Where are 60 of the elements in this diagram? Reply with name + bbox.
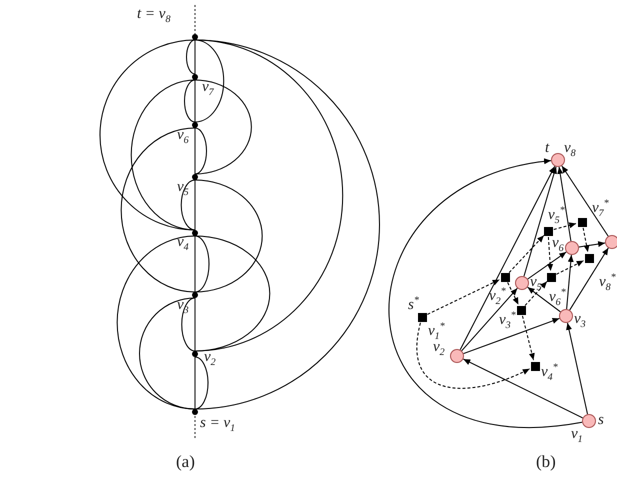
- vertex-label: v$_{3}$: [574, 312, 586, 332]
- dashed-arrow: [582, 227, 590, 253]
- vertex-label: s = v$_{1}$: [200, 416, 236, 436]
- vertex-label: s: [598, 413, 604, 428]
- dashed-arrow: [508, 234, 544, 274]
- arc-line: [194, 236, 270, 352]
- arc-line: [194, 40, 224, 122]
- arc-line: [186, 40, 196, 74]
- dashed-arrow: [524, 280, 548, 306]
- vertex-label: t = v$_{8}$: [137, 7, 170, 27]
- arrow: [462, 358, 584, 418]
- arrow: [523, 166, 557, 277]
- dashed-arrow: [507, 282, 519, 306]
- arrow: [527, 252, 567, 280]
- dashed-arrow: [522, 315, 535, 361]
- arrow: [561, 165, 609, 237]
- vertex-label: v$_{4}$: [177, 235, 189, 255]
- dashed-arrow: [556, 260, 584, 275]
- arc-line: [180, 180, 196, 230]
- vertex-label: v$_{2}$: [204, 350, 216, 370]
- arrow: [463, 318, 560, 354]
- arc-line: [181, 298, 196, 352]
- vertex-label: v$_{6}$: [552, 236, 564, 256]
- arc-line: [139, 298, 196, 410]
- arc-line: [116, 236, 196, 410]
- arc-line: [194, 180, 263, 292]
- vertex-label: t: [545, 141, 550, 156]
- vertex-label: v$_{6}$: [177, 128, 189, 148]
- arrow: [388, 159, 583, 428]
- vertex-label: v$_{2}$: [433, 340, 445, 360]
- arc-line: [120, 128, 196, 292]
- dashed-arrow: [426, 279, 500, 315]
- arrow: [461, 288, 518, 352]
- vertex-label: v$_{5}$: [530, 275, 542, 295]
- vertex-label: v$_{7}$: [202, 80, 214, 100]
- subfigure-label: (a): [176, 452, 195, 472]
- arrow: [569, 247, 609, 311]
- arc-line: [194, 40, 380, 410]
- vertex-label: v$_{5}$: [177, 180, 189, 200]
- arrow: [566, 254, 574, 310]
- arc-line: [194, 356, 208, 410]
- arc-line: [100, 40, 196, 230]
- subfigure-label: (b): [536, 452, 556, 472]
- arc-line: [194, 128, 207, 174]
- arrow: [460, 166, 556, 350]
- arrow: [527, 286, 561, 312]
- vertex-label: v$_{3}$: [177, 298, 189, 318]
- dashed-arrow: [553, 222, 577, 230]
- vertex-label: v$_{8}$: [564, 141, 576, 161]
- dashed-arrow: [416, 322, 530, 389]
- arrow: [557, 166, 572, 242]
- arc-line: [184, 80, 196, 122]
- arc-line: [194, 236, 210, 292]
- arc-line: [130, 80, 196, 230]
- vertex-label: s$^{*}$: [408, 294, 419, 313]
- arc-line: [194, 80, 252, 174]
- arrow: [578, 241, 606, 248]
- vertex-label: v$_{1}$: [571, 427, 583, 447]
- dashed-arrow: [547, 236, 554, 272]
- arrow: [566, 322, 588, 415]
